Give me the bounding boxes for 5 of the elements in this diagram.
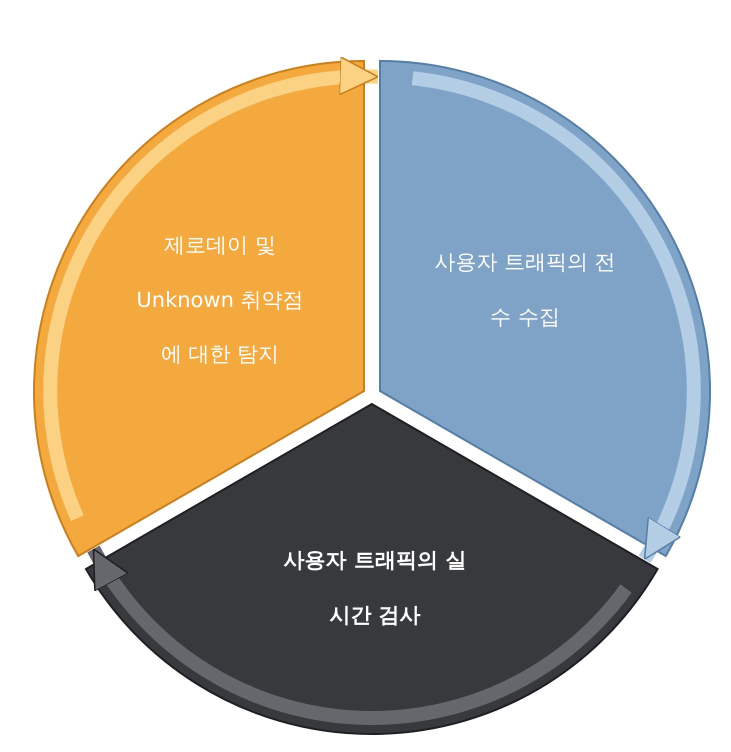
sector-label: 사용자 트래픽의 실시간 검사 <box>282 547 468 629</box>
sector-label: 제로데이 및 Unknown 취약점 에 대한 탐지 <box>135 232 305 368</box>
curved-arrow <box>412 71 701 563</box>
sector-label: 사용자 트래픽의 전수 수집 <box>433 249 617 331</box>
curved-arrow <box>87 546 632 725</box>
